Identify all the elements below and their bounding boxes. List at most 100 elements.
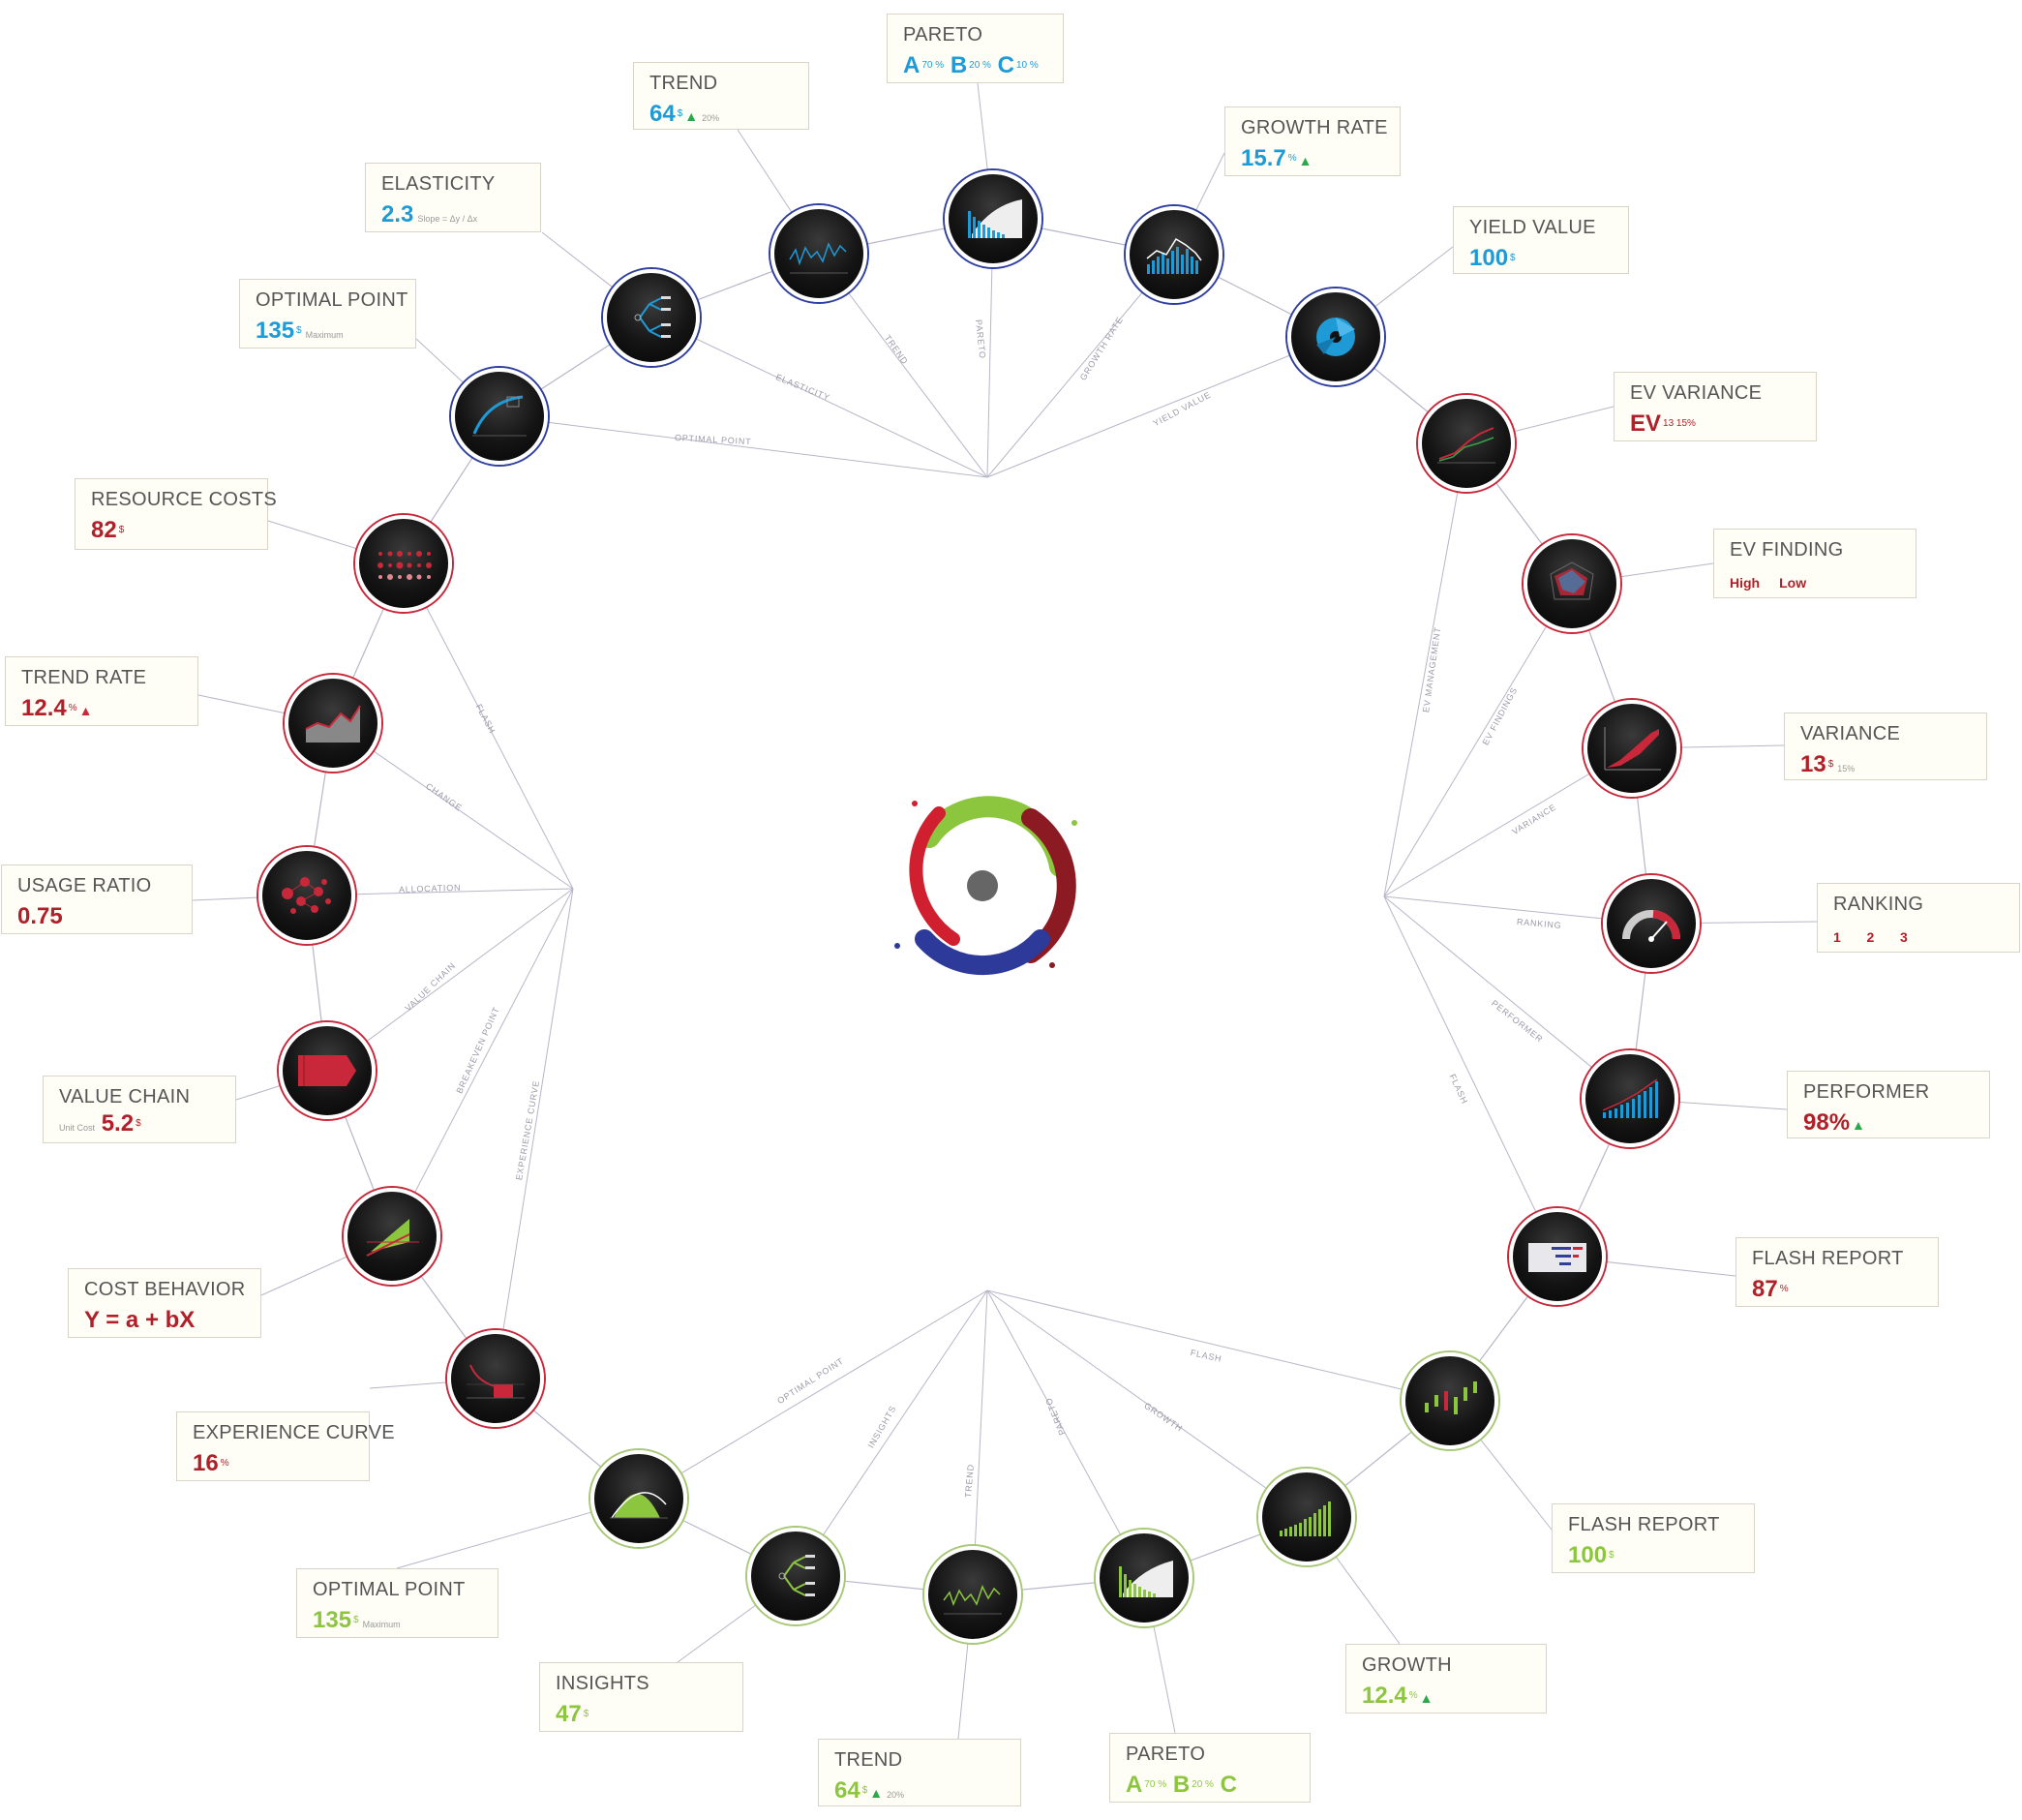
card-title: PARETO: [903, 24, 983, 46]
card-title: YIELD VALUE: [1469, 217, 1596, 238]
card-growth: GROWTH 12.4%▲: [1345, 1644, 1547, 1714]
node-optimal-top[interactable]: [451, 368, 548, 465]
card-value: 16%: [193, 1450, 229, 1476]
connector-line: [986, 1289, 1308, 1518]
card-trend-bottom: TREND 64$▲20%: [818, 1739, 1021, 1806]
card-value: 135$Maximum: [313, 1607, 401, 1633]
bar-line-chart-icon: [1146, 237, 1202, 274]
node-yield-value[interactable]: [1287, 288, 1384, 385]
card-title: TREND RATE: [21, 667, 147, 688]
node-usage-ratio[interactable]: [258, 847, 355, 944]
card-title: ELASTICITY: [381, 173, 496, 195]
node-experience[interactable]: [447, 1330, 544, 1427]
card-value: Unit Cost 5.2$: [59, 1110, 141, 1137]
card-experience-curve: EXPERIENCE CURVE 16%: [176, 1411, 395, 1481]
node-optimal-bottom[interactable]: [590, 1450, 687, 1547]
card-value: 135$Maximum: [256, 318, 344, 344]
card-title: FLASH REPORT: [1752, 1248, 1904, 1269]
card-title: INSIGHTS: [556, 1673, 649, 1694]
node-trend-top[interactable]: [770, 205, 867, 302]
node-cost-behavior[interactable]: [344, 1188, 440, 1285]
node-trend-rate[interactable]: [285, 675, 381, 772]
card-trend-top: TREND 64$▲20%: [633, 62, 809, 130]
card-title: TREND: [834, 1749, 903, 1771]
connector-line: [332, 722, 574, 890]
card-value: Y = a + bX: [84, 1307, 196, 1333]
card-yield-value: YIELD VALUE 100$: [1453, 206, 1629, 274]
card-title: GROWTH RATE: [1241, 117, 1388, 138]
card-variance: VARIANCE 13$15%: [1784, 713, 1987, 780]
card-value: 82$: [91, 517, 125, 543]
card-performer: PERFORMER 98%▲: [1787, 1071, 1990, 1138]
node-ranking[interactable]: [1603, 875, 1700, 972]
connector-line: [326, 888, 574, 1072]
card-flash-report-b: FLASH REPORT 100$: [1552, 1503, 1755, 1573]
card-value: 87%: [1752, 1276, 1789, 1302]
card-title: RANKING: [1833, 894, 1924, 915]
card-value: 12.4%▲: [21, 695, 93, 721]
card-value: 100$: [1469, 245, 1516, 271]
card-value: High Low: [1730, 575, 1807, 591]
node-growth[interactable]: [1258, 1469, 1355, 1565]
card-value: 15.7%▲: [1241, 145, 1313, 171]
connector-line: [986, 1289, 1145, 1579]
connector-line: [1383, 895, 1631, 1100]
dot-matrix-icon: [377, 551, 432, 580]
node-elasticity[interactable]: [603, 269, 700, 366]
card-title: VARIANCE: [1800, 723, 1901, 744]
connector-line: [1383, 442, 1467, 897]
card-ev-finding: EV FINDING High Low: [1713, 529, 1916, 598]
decision-tree-icon: [634, 296, 671, 338]
connector-line: [795, 1289, 988, 1577]
card-title: FLASH REPORT: [1568, 1514, 1720, 1535]
connector-line: [1383, 583, 1573, 897]
line-trend-icon: [943, 1585, 1002, 1615]
pareto-chart-icon: [968, 199, 1022, 238]
connector-line: [391, 888, 574, 1237]
node-insights[interactable]: [747, 1528, 844, 1624]
node-resource-costs[interactable]: [355, 515, 452, 612]
node-ev-finding[interactable]: [1524, 535, 1620, 632]
table-report-icon: [1528, 1243, 1586, 1272]
node-performer[interactable]: [1582, 1050, 1678, 1147]
pareto-chart-icon: [1119, 1561, 1173, 1597]
node-growth-rate[interactable]: [1126, 206, 1222, 303]
card-title: PERFORMER: [1803, 1081, 1930, 1103]
card-value: 64$▲20%: [649, 101, 720, 127]
value-chain-arrow-icon: [298, 1055, 356, 1086]
connector-line: [986, 1289, 1451, 1402]
connector-line: [638, 1289, 988, 1500]
gauge-icon: [1622, 910, 1681, 942]
radial-chart-icon: [1316, 318, 1355, 356]
card-resource-costs: RESOURCE COSTS 82$: [75, 478, 277, 550]
node-trend-bottom[interactable]: [924, 1546, 1021, 1643]
node-pareto-bottom[interactable]: [1096, 1530, 1192, 1626]
node-variance[interactable]: [1584, 700, 1680, 797]
line-trend-icon: [789, 242, 848, 274]
card-value-chain: VALUE CHAIN Unit Cost 5.2$: [43, 1076, 236, 1143]
card-flash-report-r: FLASH REPORT 87%: [1735, 1237, 1939, 1307]
node-flash-report-r[interactable]: [1509, 1208, 1606, 1305]
cost-wedge-icon: [366, 1219, 419, 1257]
card-insights: INSIGHTS 47$: [539, 1662, 743, 1732]
bubble-network-icon: [282, 877, 331, 914]
card-title: EV FINDING: [1730, 539, 1844, 561]
connector-line: [403, 562, 574, 890]
node-value-chain[interactable]: [279, 1022, 376, 1119]
node-pareto-top[interactable]: [945, 170, 1041, 267]
node-flash-report-b[interactable]: [1402, 1352, 1498, 1449]
experience-curve-icon: [467, 1364, 525, 1399]
performer-bars-icon: [1602, 1078, 1658, 1118]
card-optimal-bottom: OPTIMAL POINT 135$Maximum: [296, 1568, 498, 1638]
card-optimal-top: OPTIMAL POINT 135$Maximum: [239, 279, 416, 349]
node-ev-variance[interactable]: [1418, 395, 1515, 492]
connector-line: [498, 415, 988, 478]
